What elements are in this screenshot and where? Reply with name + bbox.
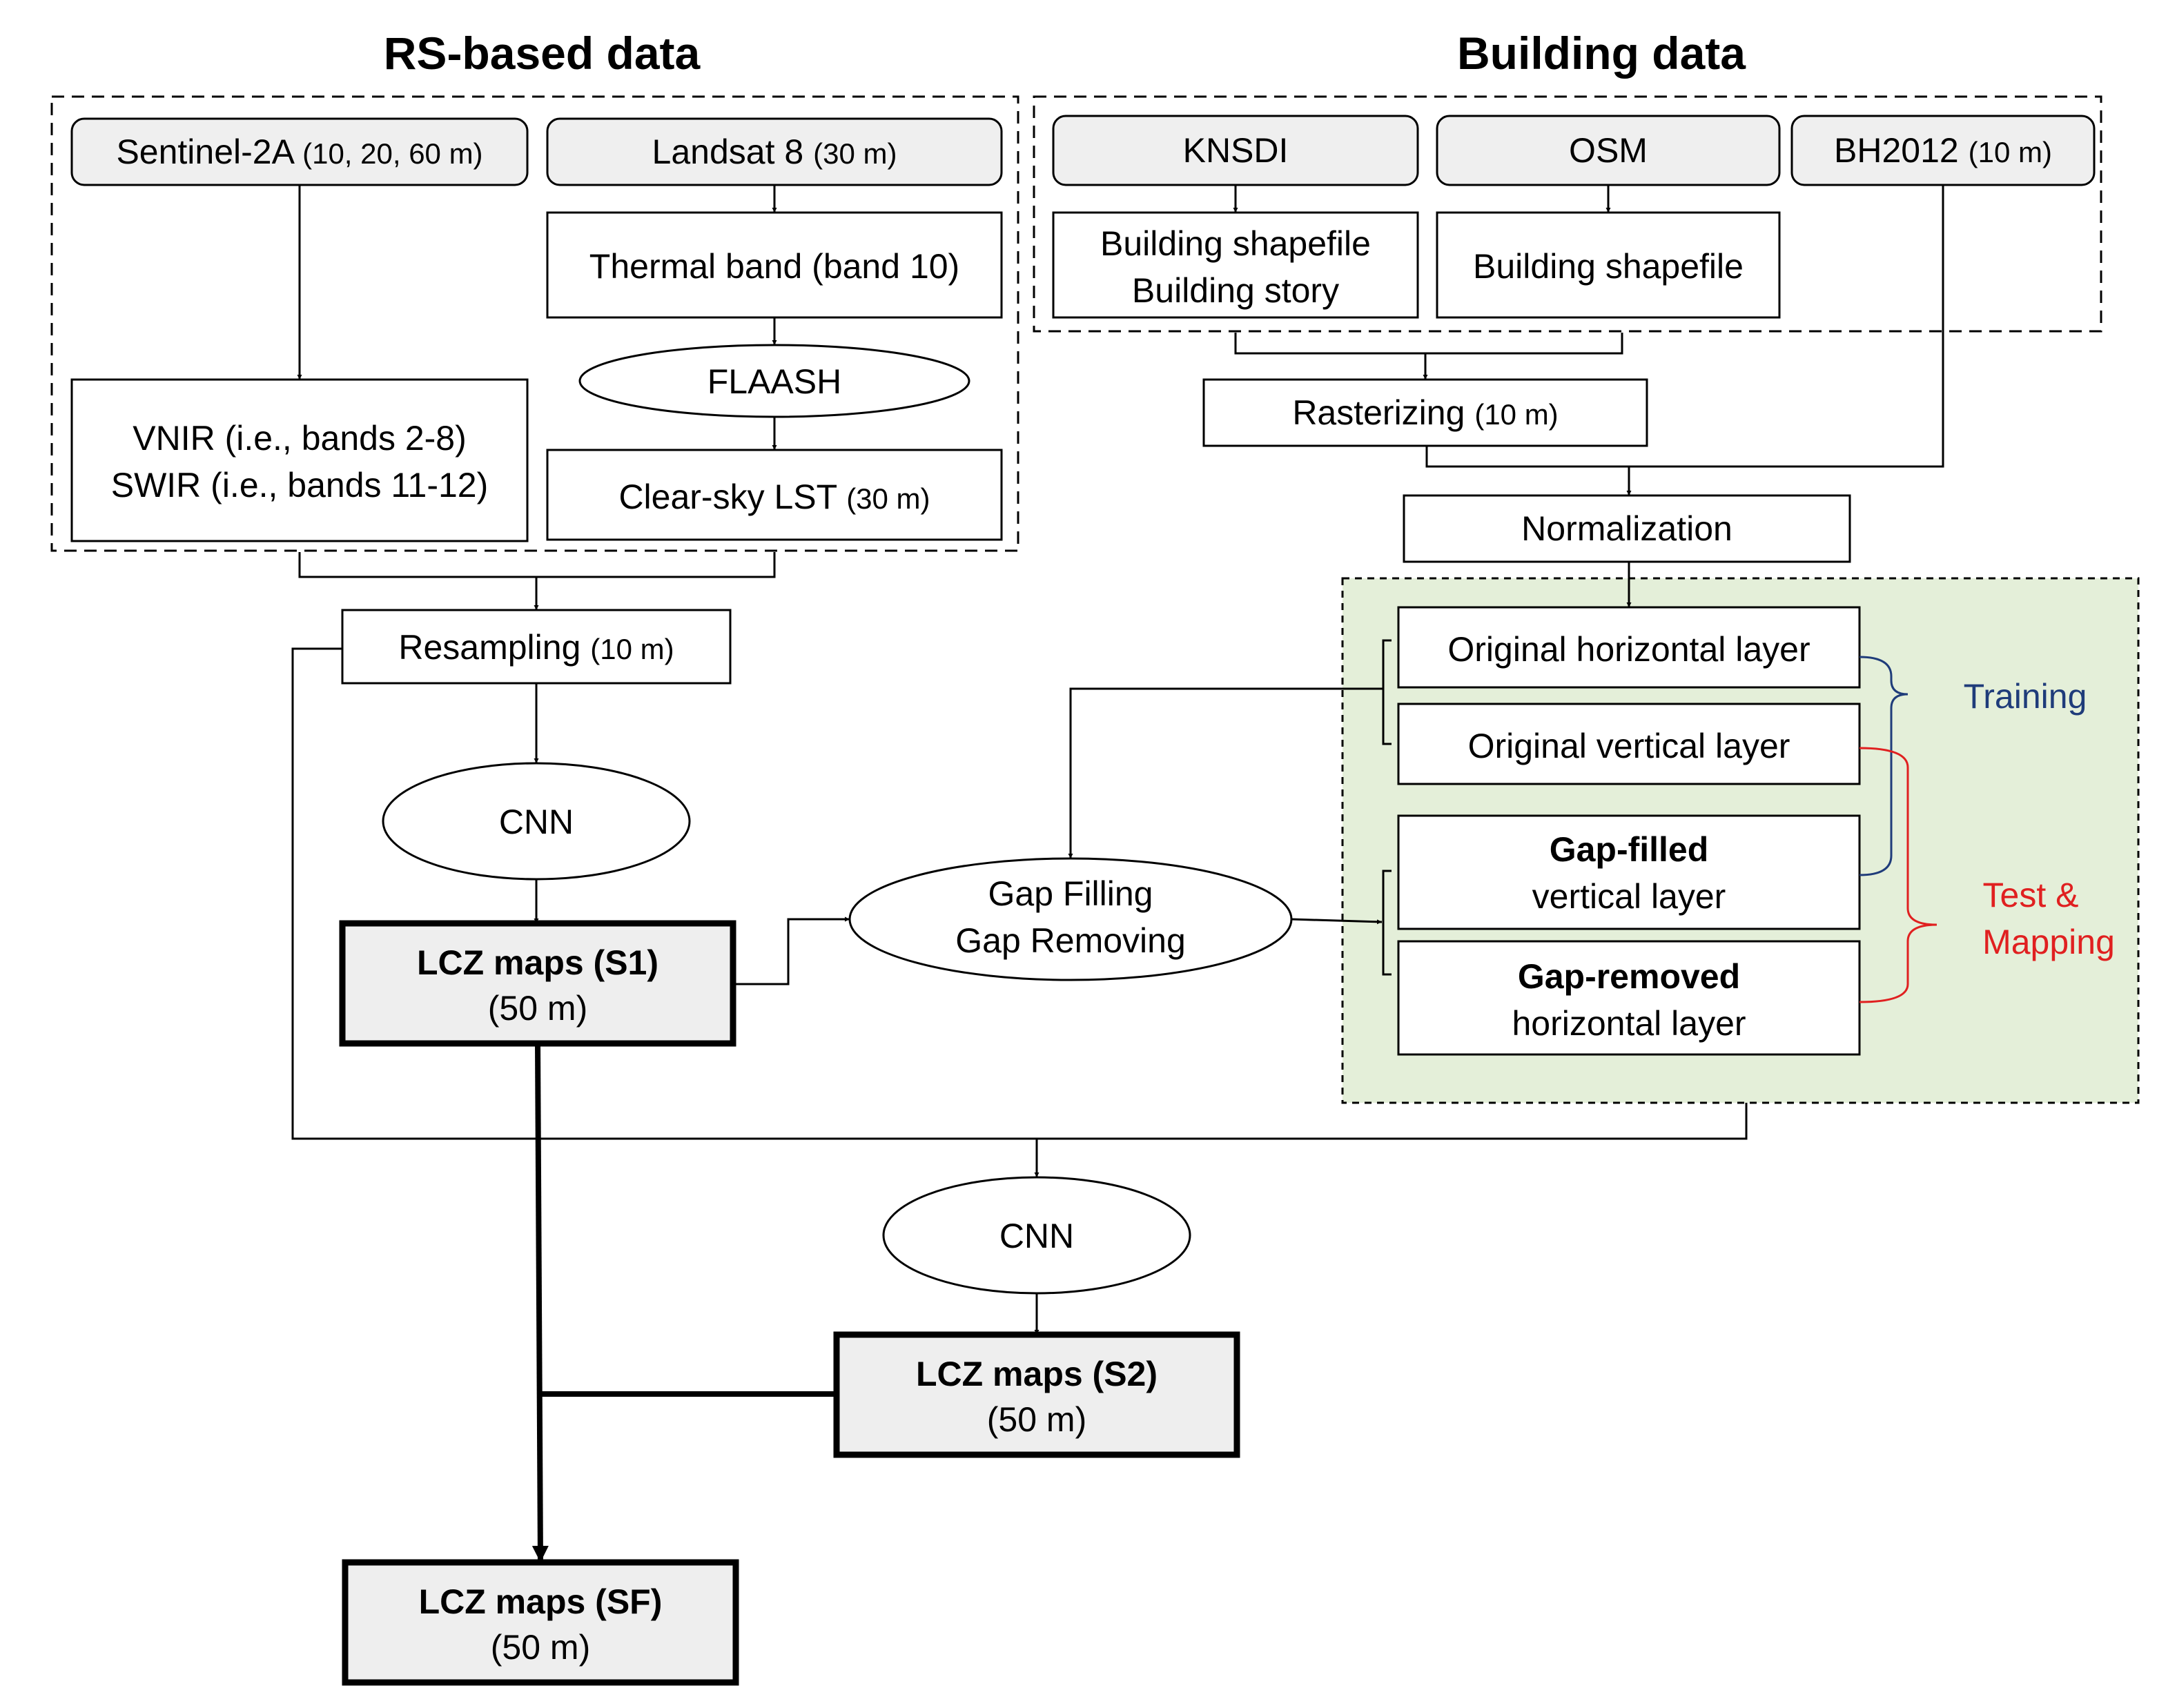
thermal-band-node: Thermal band (band 10) bbox=[546, 211, 1003, 319]
vnir-swir-node: VNIR (i.e., bands 2-8) SWIR (i.e., bands… bbox=[70, 378, 529, 542]
gap-removing-label: Gap Removing bbox=[955, 921, 1186, 960]
resampling-and-layers-line bbox=[291, 647, 1748, 1140]
gap-removed-label: Gap-removed bbox=[1518, 957, 1740, 996]
knsdi-shapefile-node: Building shapefile Building story bbox=[1052, 211, 1419, 319]
gap-layers-bracket bbox=[1382, 870, 1392, 976]
resampling-resolution: (10 m) bbox=[590, 633, 674, 665]
osm-label: OSM bbox=[1569, 131, 1648, 170]
test-label-2: Mapping bbox=[1982, 923, 2115, 961]
test-mapping-brace bbox=[1859, 747, 1937, 1003]
osm-node: OSM bbox=[1436, 115, 1781, 186]
flaash-node: FLAASH bbox=[578, 344, 970, 418]
normalization-node: Normalization bbox=[1403, 494, 1851, 563]
original-layers-to-gap-arrow bbox=[1068, 687, 1383, 858]
resampling-label: Resampling bbox=[398, 628, 580, 667]
lcz-s2-title: LCZ maps (S2) bbox=[916, 1355, 1158, 1393]
rasterizing-label: Rasterizing bbox=[1292, 393, 1465, 432]
original-vertical-label: Original vertical layer bbox=[1468, 727, 1790, 765]
clear-sky-lst-node: Clear-sky LST (30 m) bbox=[546, 449, 1003, 541]
knsdi-story-label: Building story bbox=[1132, 271, 1339, 310]
test-label-1: Test & bbox=[1983, 876, 2079, 914]
lcz-s1-resolution: (50 m) bbox=[488, 989, 587, 1028]
training-label: Training bbox=[1964, 677, 2087, 716]
lcz-maps-sf-node: LCZ maps (SF) (50 m) bbox=[342, 1559, 739, 1686]
bh2012-label: BH2012 bbox=[1834, 131, 1959, 170]
original-horizontal-layer-node: Original horizontal layer bbox=[1397, 606, 1861, 689]
svg-text:Clear-sky LST (30 m): Clear-sky LST (30 m) bbox=[618, 478, 930, 516]
training-brace bbox=[1859, 656, 1908, 876]
resampling-node: Resampling (10 m) bbox=[341, 609, 732, 685]
thermal-band-label: Thermal band (band 10) bbox=[589, 247, 959, 286]
rs-data-header: RS-based data bbox=[384, 28, 701, 79]
lcz-s1-title: LCZ maps (S1) bbox=[417, 943, 658, 982]
rs-data-group bbox=[50, 95, 1019, 552]
gap-filled-vertical-layer-node: Gap-filled vertical layer bbox=[1397, 814, 1861, 930]
bh2012-line bbox=[1425, 185, 1944, 468]
osm-shapefile-node: Building shapefile bbox=[1436, 211, 1781, 319]
lcz-s2-resolution: (50 m) bbox=[987, 1400, 1086, 1439]
gap-removed-horizontal-layer-node: Gap-removed horizontal layer bbox=[1397, 940, 1861, 1056]
cnn-1-node: CNN bbox=[382, 762, 691, 881]
knsdi-shapefile-label: Building shapefile bbox=[1100, 224, 1371, 263]
gap-to-layers-arrow bbox=[1291, 918, 1383, 925]
osm-shapefile-label: Building shapefile bbox=[1473, 247, 1744, 286]
building-data-header: Building data bbox=[1457, 28, 1746, 79]
normalization-label: Normalization bbox=[1521, 509, 1732, 548]
original-horizontal-label: Original horizontal layer bbox=[1447, 630, 1810, 669]
landsat-resolution: (30 m) bbox=[813, 137, 897, 170]
lst-label: Clear-sky LST bbox=[618, 478, 837, 516]
lcz-maps-s1-node: LCZ maps (S1) (50 m) bbox=[339, 920, 736, 1047]
s1-to-sf-arrow bbox=[531, 1043, 549, 1563]
gap-filled-rest-label: vertical layer bbox=[1532, 877, 1726, 916]
sentinel-label: Sentinel-2A bbox=[116, 132, 295, 171]
landsat-label: Landsat 8 bbox=[652, 132, 804, 171]
lst-resolution: (30 m) bbox=[846, 482, 930, 515]
cnn-1-label: CNN bbox=[499, 803, 574, 841]
rasterizing-resolution: (10 m) bbox=[1474, 398, 1558, 431]
gap-filling-label: Gap Filling bbox=[988, 874, 1153, 913]
svg-text:Resampling (10 m): Resampling (10 m) bbox=[398, 628, 674, 667]
svg-text:Landsat 8 (30 m): Landsat 8 (30 m) bbox=[652, 132, 897, 171]
knsdi-label: KNSDI bbox=[1183, 131, 1289, 170]
svg-text:Rasterizing (10 m): Rasterizing (10 m) bbox=[1292, 393, 1558, 432]
connectors bbox=[291, 185, 1944, 1563]
bh2012-node: BH2012 (10 m) bbox=[1790, 115, 2096, 186]
bh2012-resolution: (10 m) bbox=[1969, 136, 2052, 168]
building-data-group bbox=[1033, 95, 2102, 333]
rasterizing-node: Rasterizing (10 m) bbox=[1202, 378, 1648, 447]
gap-filled-label: Gap-filled bbox=[1550, 830, 1709, 869]
lcz-sf-title: LCZ maps (SF) bbox=[419, 1582, 663, 1621]
cnn-2-node: CNN bbox=[882, 1176, 1191, 1295]
original-vertical-layer-node: Original vertical layer bbox=[1397, 703, 1861, 785]
sentinel-2a-node: Sentinel-2A (10, 20, 60 m) bbox=[70, 117, 529, 186]
lcz-maps-s2-node: LCZ maps (S2) (50 m) bbox=[833, 1331, 1240, 1458]
swir-label: SWIR (i.e., bands 11-12) bbox=[111, 466, 489, 504]
sentinel-resolution: (10, 20, 60 m) bbox=[302, 137, 482, 170]
gap-removed-rest-label: horizontal layer bbox=[1512, 1004, 1746, 1043]
rs-merge-bracket bbox=[298, 552, 776, 578]
knsdi-node: KNSDI bbox=[1052, 115, 1419, 186]
vnir-label: VNIR (i.e., bands 2-8) bbox=[133, 419, 467, 458]
s1-to-gap-arrow bbox=[733, 916, 850, 985]
building-merge-bracket bbox=[1234, 333, 1623, 355]
cnn-2-label: CNN bbox=[999, 1217, 1074, 1255]
flaash-label: FLAASH bbox=[707, 362, 842, 401]
lcz-sf-resolution: (50 m) bbox=[491, 1628, 590, 1667]
gap-filling-removing-node: Gap Filling Gap Removing bbox=[848, 857, 1293, 981]
svg-text:Sentinel-2A (10, 20, 60 m): Sentinel-2A (10, 20, 60 m) bbox=[116, 132, 482, 171]
landsat-8-node: Landsat 8 (30 m) bbox=[546, 117, 1003, 186]
original-layers-bracket bbox=[1382, 639, 1392, 745]
svg-text:BH2012 (10 m): BH2012 (10 m) bbox=[1834, 131, 2052, 170]
